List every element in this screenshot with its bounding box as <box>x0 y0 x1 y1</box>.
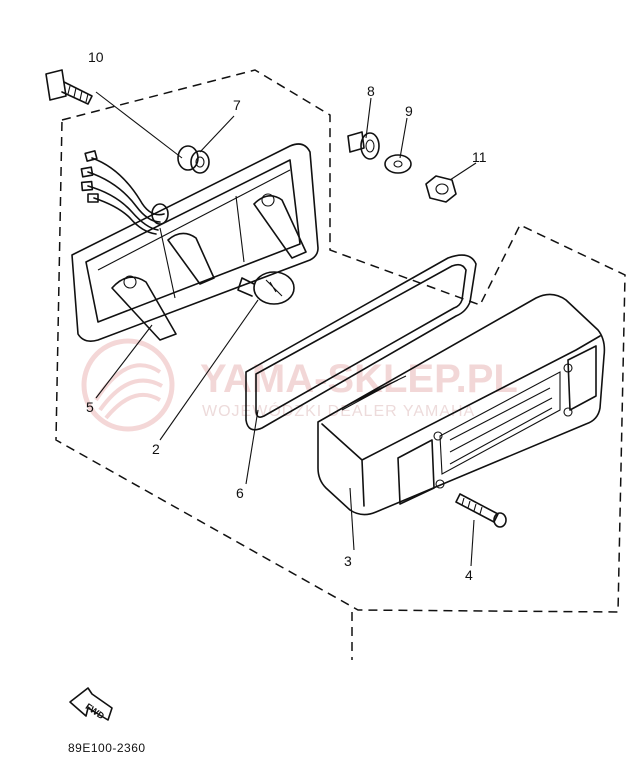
leader-lines <box>95 91 477 567</box>
part-bulb <box>237 271 295 305</box>
callout-9: 9 <box>405 103 413 119</box>
callout-5: 5 <box>86 399 94 415</box>
callout-11: 11 <box>472 149 487 165</box>
watermark: YAMA-SKLEP.PL WOJEWÓDZKI DEALER YAMAHA <box>81 338 518 432</box>
callout-2: 2 <box>152 441 160 457</box>
diagram-code: 89E100-2360 <box>68 741 146 755</box>
part-washer <box>384 154 412 174</box>
part-gasket <box>245 254 477 431</box>
part-bolt <box>45 69 93 105</box>
forward-label: FWD <box>84 701 107 721</box>
callout-7: 7 <box>233 97 241 113</box>
watermark-logo <box>81 338 175 432</box>
part-nut <box>425 175 457 203</box>
callout-6: 6 <box>236 485 244 501</box>
callout-8: 8 <box>367 83 375 99</box>
assembly-boundary <box>55 69 626 613</box>
callout-3: 3 <box>344 553 352 569</box>
part-grommet <box>177 145 210 174</box>
lamp-base-housing <box>71 143 319 342</box>
part-collar <box>347 131 380 160</box>
callout-10: 10 <box>88 49 104 65</box>
callout-4: 4 <box>465 567 473 583</box>
part-lens <box>317 293 606 516</box>
watermark-brand: YAMA-SKLEP.PL <box>200 357 518 401</box>
forward-arrow-icon: FWD <box>69 687 113 722</box>
part-screw <box>455 493 507 528</box>
